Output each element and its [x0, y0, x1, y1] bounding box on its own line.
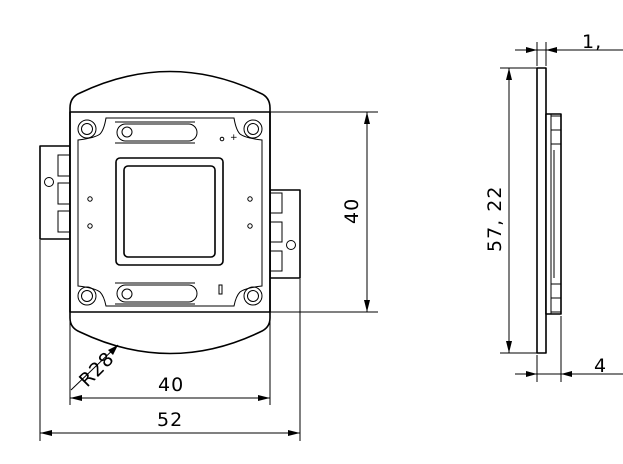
radius-leader: [70, 344, 119, 391]
bottom-slot: [115, 282, 198, 305]
front-view: +: [39, 70, 301, 355]
side-base-plate: [536, 67, 547, 354]
plus-mark: +: [230, 133, 238, 143]
left-terminal-tab: [39, 145, 71, 240]
dim-inner-height: 40: [341, 198, 363, 224]
dim-inner-width: 40: [158, 374, 184, 396]
minus-mark: [218, 284, 223, 295]
dim-thickness: 1,: [582, 31, 602, 53]
inner-frame: [77, 117, 263, 307]
dim-length: 57, 22: [484, 186, 506, 252]
right-terminal-tab: [269, 189, 301, 279]
polarity-marks: +: [218, 133, 238, 295]
dim-outer-width: 52: [157, 409, 183, 431]
housing-square: [69, 111, 271, 313]
side-dimensions: 57, 22 1, 4: [484, 31, 623, 382]
side-view: [536, 67, 562, 354]
led-emitter: [115, 157, 224, 266]
mounting-holes: [77, 119, 263, 306]
side-holes: [87, 196, 253, 229]
top-slot: [115, 121, 198, 144]
dim-depth: 4: [594, 355, 607, 377]
